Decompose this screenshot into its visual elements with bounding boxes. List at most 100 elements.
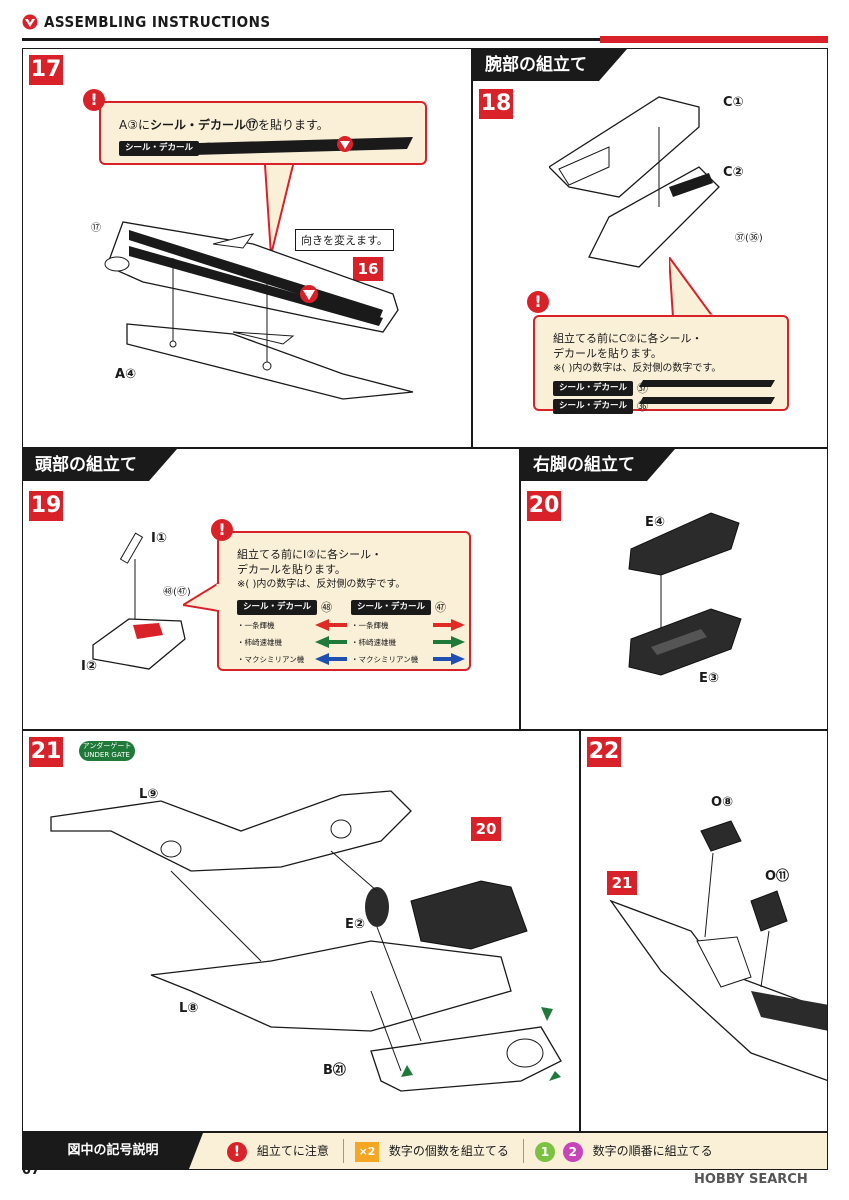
brand-logo-icon [22,14,38,30]
leg-part-illustration [628,512,742,676]
warning-icon: ! [527,291,549,313]
part-label-o11: O⑪ [765,869,790,884]
header-accent-bar [600,36,828,43]
note-text-line: ※( )内の数字は、反対側の数字です。 [553,363,722,374]
legend-caution: ! 組立てに注意 [227,1133,329,1169]
part-label-l9: L⑨ [139,787,159,802]
step-18-note: 組立てる前にC②に各シール・ デカールを貼ります。 ※( )内の数字は、反対側の… [533,315,789,414]
legend-title: 図中の記号説明 [23,1133,203,1169]
decal-tag: シール・デカール [237,599,318,615]
callout-pointer [183,581,219,613]
body-assembly-illustration [50,790,562,1092]
arrow-left-icon [315,653,347,665]
tail-assembly-illustration [609,820,827,1081]
arm-part-illustration [549,96,720,268]
step-number: 17 [29,55,63,85]
step-21-panel: 21 アンダーゲート UNDER GATE L⑨ E② L⑧ B㉑ 20 [22,730,580,1132]
watermark: HOBBY SEARCH [694,1172,808,1187]
ref-step-16: 16 [353,257,383,281]
orientation-callout: 向きを変えます。 [295,229,394,251]
part-label-e2: E② [345,917,365,932]
note-text-line: ※( )内の数字は、反対側の数字です。 [237,579,406,590]
decal-row-label: ・柿崎速雄機 [351,637,396,647]
symbol-legend: 図中の記号説明 ! 組立てに注意 ×2 数字の個数を組立てる 1 2 数字の順番… [22,1132,828,1170]
step-19-panel: 頭部の組立て 19 I① ㊽(㊼) I② 組立てる前にI②に各シール・ デカール… [22,448,520,730]
warning-icon: ! [227,1141,247,1162]
step-number: 19 [29,491,63,521]
order-two-icon: 2 [562,1141,583,1162]
decal-row-label: ・一条輝機 [351,620,389,630]
note-text-line: デカールを貼ります。 [553,347,662,360]
badge-text: アンダーゲート [82,742,132,750]
step-19-note: 組立てる前にI②に各シール・ デカールを貼ります。 ※( )内の数字は、反対側の… [217,531,471,671]
ref-step-20: 20 [471,817,501,841]
section-title: 右脚の組立て [521,449,675,481]
decal-number: ㊱ [637,400,649,413]
step-20-panel: 右脚の組立て 20 E④ E③ [520,448,828,730]
arrow-left-icon [315,619,347,631]
legend-text: 組立てに注意 [256,1144,329,1158]
header-rule [22,38,828,41]
step-17-panel: 17 A③にシール・デカール⑰を貼ります。 シール・デカール⑰ ! ⑰ 向きを変… [22,48,472,448]
head-part-illustration [92,532,186,670]
note-text: A③にシール・デカール⑰を貼ります。 [119,118,329,132]
legend-divider [523,1139,524,1163]
decal-arrow-icons [315,619,465,665]
part-label-e3: E③ [699,671,719,686]
decal-row-labels: ・一条輝機 ・柿崎速雄機 ・マクシミリアン機 [351,617,461,668]
decal-ref-label: ㊲(㊱) [735,233,763,244]
decal-number: ㊲ [637,381,649,395]
part-label-e4: E④ [645,515,665,530]
decal-row-label: ・一条輝機 [237,620,275,630]
decal-tag: シール・デカール [119,141,200,156]
legend-text: 数字の個数を組立てる [388,1144,509,1158]
legend-divider [343,1139,344,1163]
note-text-line: 組立てる前にC②に各シール・ [553,332,703,345]
part-label-c1: C① [723,95,744,110]
step-17-note: A③にシール・デカール⑰を貼ります。 シール・デカール⑰ [99,101,427,165]
note-text-line: 組立てる前にI②に各シール・ [237,548,383,561]
callout-pointer [263,165,295,255]
page-header: ASSEMBLING INSTRUCTIONS [0,0,849,44]
legend-order: 1 2 数字の順番に組立てる [535,1133,713,1169]
multiplier-icon: ×2 [355,1141,379,1162]
step-number: 18 [479,89,513,119]
page-title: ASSEMBLING INSTRUCTIONS [44,13,271,31]
warning-icon: ! [211,519,233,541]
section-title: 頭部の組立て [23,449,177,481]
step-22-panel: 22 O⑧ O⑪ 21 [580,730,828,1132]
decal-row-label: ・マクシミリアン機 [237,654,305,664]
callout-pointer [669,257,715,317]
page-number: 07 [22,1163,41,1178]
decal-ref-label: ⑰ [91,223,101,234]
legend-text: 数字の順番に組立てる [592,1144,713,1158]
ref-step-21: 21 [607,871,637,895]
part-label-o8: O⑧ [711,795,734,810]
note-text-line: デカールを貼ります。 [237,563,346,576]
decal-stripe [638,397,776,404]
badge-text: UNDER GATE [84,751,130,759]
order-one-icon: 1 [535,1141,555,1162]
decal-ref-label: ㊽(㊼) [163,587,191,598]
part-label-l8: L⑧ [179,1001,199,1016]
under-gate-badge: アンダーゲート UNDER GATE [79,741,135,761]
decal-stripe-icon [193,136,413,155]
part-label-i2: I② [81,659,97,674]
arrow-right-icon [433,653,465,665]
step-number: 20 [527,491,561,521]
wing-part-illustration [104,221,414,400]
decal-number: ㊼ [435,600,447,614]
arrow-left-icon [315,636,347,648]
part-label-a4: A④ [115,367,137,382]
legend-count: ×2 数字の個数を組立てる [355,1133,509,1169]
step-18-panel: 腕部の組立て 18 C① C② ㊲(㊱) 組立てる前にC②に各シール・ デカール… [472,48,828,448]
step-number: 22 [587,737,621,767]
arrow-right-icon [433,636,465,648]
part-label-b21: B㉑ [323,1063,346,1078]
section-title: 腕部の組立て [473,49,627,81]
decal-tag: シール・デカール [351,599,432,615]
